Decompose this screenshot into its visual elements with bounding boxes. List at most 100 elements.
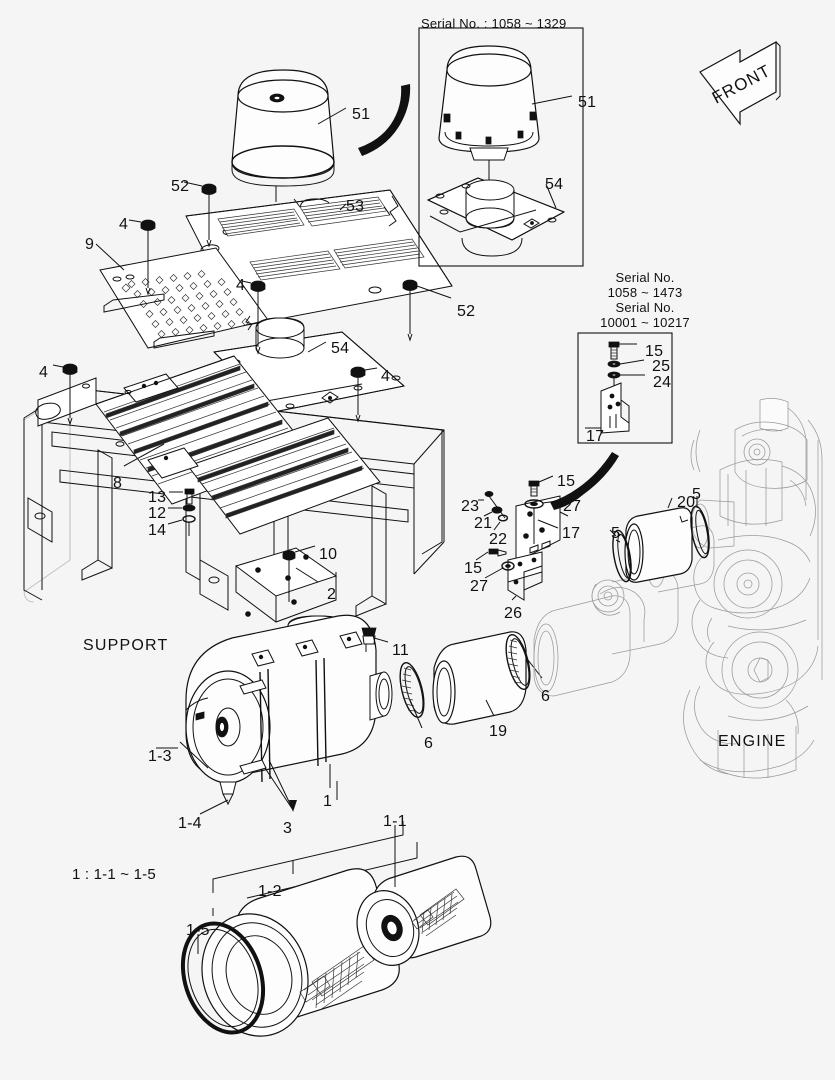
part-callout-9: 9: [85, 236, 95, 253]
part-2-bracket: [234, 547, 338, 623]
leader-52-right: [416, 285, 452, 299]
part-1-1-filter-element: [356, 855, 492, 966]
part-8-grating: [35, 355, 381, 535]
part-callout-17: 17: [586, 428, 605, 445]
part-5-clamp-a: [612, 529, 632, 583]
leader-3-arrows: [264, 759, 297, 812]
leader-19: [485, 699, 495, 717]
part-callout-27: 27: [470, 578, 489, 595]
leader-4b: [241, 280, 252, 284]
part-53-panel: [185, 189, 453, 327]
leader-27b: [484, 567, 504, 579]
leader-21: [483, 511, 493, 517]
leader-10: [294, 545, 316, 553]
part-5-clamp-b: [690, 505, 710, 559]
part-callout-5: 5: [692, 486, 702, 503]
part-callout-1-5: 1-5: [186, 922, 210, 939]
part-callout-15: 15: [464, 560, 483, 577]
leader-20: [667, 497, 673, 509]
part-callout-1-1: 1-1: [383, 813, 407, 830]
part-callout-23: 23: [461, 498, 480, 515]
leader-22: [493, 521, 501, 531]
part-callout-54: 54: [331, 340, 350, 357]
part-callout-1: 1: [323, 793, 333, 810]
part-52-bolt-left: [201, 183, 217, 248]
part-10-bolt: [282, 550, 296, 602]
inset-right-serial-l2: 1058 ~ 1473: [607, 285, 683, 300]
part-callout-1-2: 1-2: [258, 883, 282, 900]
legend-note: 1 : 1-1 ~ 1-5: [72, 866, 156, 883]
part-callout-4: 4: [236, 277, 246, 294]
part-callout-8: 8: [113, 475, 123, 492]
arrow-to-inset: [358, 84, 411, 156]
leader-8: [123, 443, 165, 467]
part-callout-4: 4: [39, 364, 49, 381]
leader-4d: [364, 367, 378, 371]
part-6-gasket-b: [505, 634, 531, 690]
part-callout-52: 52: [171, 178, 190, 195]
part-callout-13: 13: [148, 489, 167, 506]
part-4-bolt-c: [62, 363, 78, 426]
support-label: SUPPORT: [83, 637, 169, 654]
part-callout-54: 54: [545, 176, 564, 193]
part-23-21-22-fasteners: [484, 490, 509, 522]
part-4-bolt-d: [350, 366, 366, 423]
part-4-bolt-b: [250, 280, 266, 355]
part-15-bolt-b: [488, 548, 507, 557]
part-callout-20: 20: [677, 494, 696, 511]
part-callout-12: 12: [148, 505, 167, 522]
leader-53: [339, 203, 347, 211]
inset-right-serial-l1: Serial No.: [615, 270, 675, 285]
part-callout-4: 4: [119, 216, 129, 233]
part-callout-15: 15: [557, 473, 576, 490]
part-callout-3: 3: [283, 820, 293, 837]
leader-4a: [128, 219, 142, 223]
part-13-12-14-stack: [182, 488, 196, 536]
part-callout-24: 24: [653, 374, 672, 391]
part-1-2-filter-element: [201, 868, 400, 1037]
part-17-bracket: [515, 495, 569, 563]
part-callout-53: 53: [346, 198, 365, 215]
part-callout-25: 25: [652, 358, 671, 375]
part-1-air-cleaner-body: [185, 614, 393, 806]
part-callout-6: 6: [424, 735, 434, 752]
part-1-5-oring: [180, 921, 266, 1035]
leader-54: [307, 341, 327, 353]
leader-15a: [538, 475, 554, 483]
leader-5a: [609, 529, 617, 537]
inset-box-top: [418, 27, 584, 267]
part-4-bolt-a: [140, 219, 156, 296]
part-15-bolt-a: [528, 480, 540, 497]
part-27-washer-b: [501, 561, 515, 571]
part-callout-19: 19: [489, 723, 508, 740]
leader-51: [317, 107, 347, 125]
part-callout-51: 51: [352, 106, 371, 123]
part-callout-1-3: 1-3: [148, 748, 172, 765]
part-callout-6: 6: [541, 688, 551, 705]
part-callout-11: 11: [392, 642, 410, 659]
inset-box-right: [577, 332, 673, 444]
part-callout-14: 14: [148, 522, 167, 539]
bottom-bracket-lines: [212, 781, 418, 916]
part-callout-15: 15: [645, 343, 664, 360]
engine-label: ENGINE: [718, 733, 787, 750]
leader-26: [511, 595, 517, 601]
part-26-bracket: [507, 551, 543, 601]
part-27-washer-a: [524, 499, 544, 544]
arrow-to-bracket: [550, 452, 619, 510]
part-19-hose: [432, 631, 527, 725]
leader-9: [95, 243, 125, 271]
part-callout-2: 2: [327, 586, 337, 603]
part-6-gasket-a: [399, 662, 425, 718]
part-callout-27: 27: [563, 498, 582, 515]
leader-11: [373, 637, 389, 643]
leader-6a: [409, 699, 423, 729]
part-callout-4: 4: [381, 368, 391, 385]
part-callout-10: 10: [319, 546, 338, 563]
part-20-sleeve: [624, 507, 693, 583]
inset-right-serial-l4: 10001 ~ 10217: [600, 315, 690, 330]
leader-1-4: [199, 799, 229, 815]
inset-top-serial-label: Serial No. : 1058 ~ 1329: [421, 16, 567, 31]
part-11-plug: [361, 627, 377, 652]
